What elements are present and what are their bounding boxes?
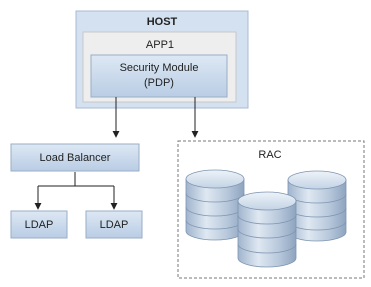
ldap-box-2: LDAP [85, 210, 143, 239]
database-icon [237, 191, 297, 268]
app-title: APP1 [146, 39, 174, 51]
security-module-box: Security Module (PDP) [90, 54, 228, 98]
host-title: HOST [147, 16, 178, 28]
security-module-label: Security Module [120, 62, 199, 74]
database-icon [185, 169, 245, 241]
ldap-label: LDAP [100, 219, 129, 231]
ldap-box-1: LDAP [10, 210, 68, 239]
ldap-label: LDAP [25, 219, 54, 231]
host-box: HOST APP1 Security Module (PDP) [75, 10, 249, 109]
database-icon [287, 170, 347, 242]
rac-label: RAC [258, 149, 281, 161]
rac-cluster: RAC [177, 140, 365, 279]
app-box: APP1 Security Module (PDP) [82, 31, 237, 103]
load-balancer-box: Load Balancer [10, 143, 140, 172]
security-module-sublabel: (PDP) [144, 77, 174, 89]
load-balancer-label: Load Balancer [40, 152, 111, 164]
connector-lines [34, 97, 199, 210]
